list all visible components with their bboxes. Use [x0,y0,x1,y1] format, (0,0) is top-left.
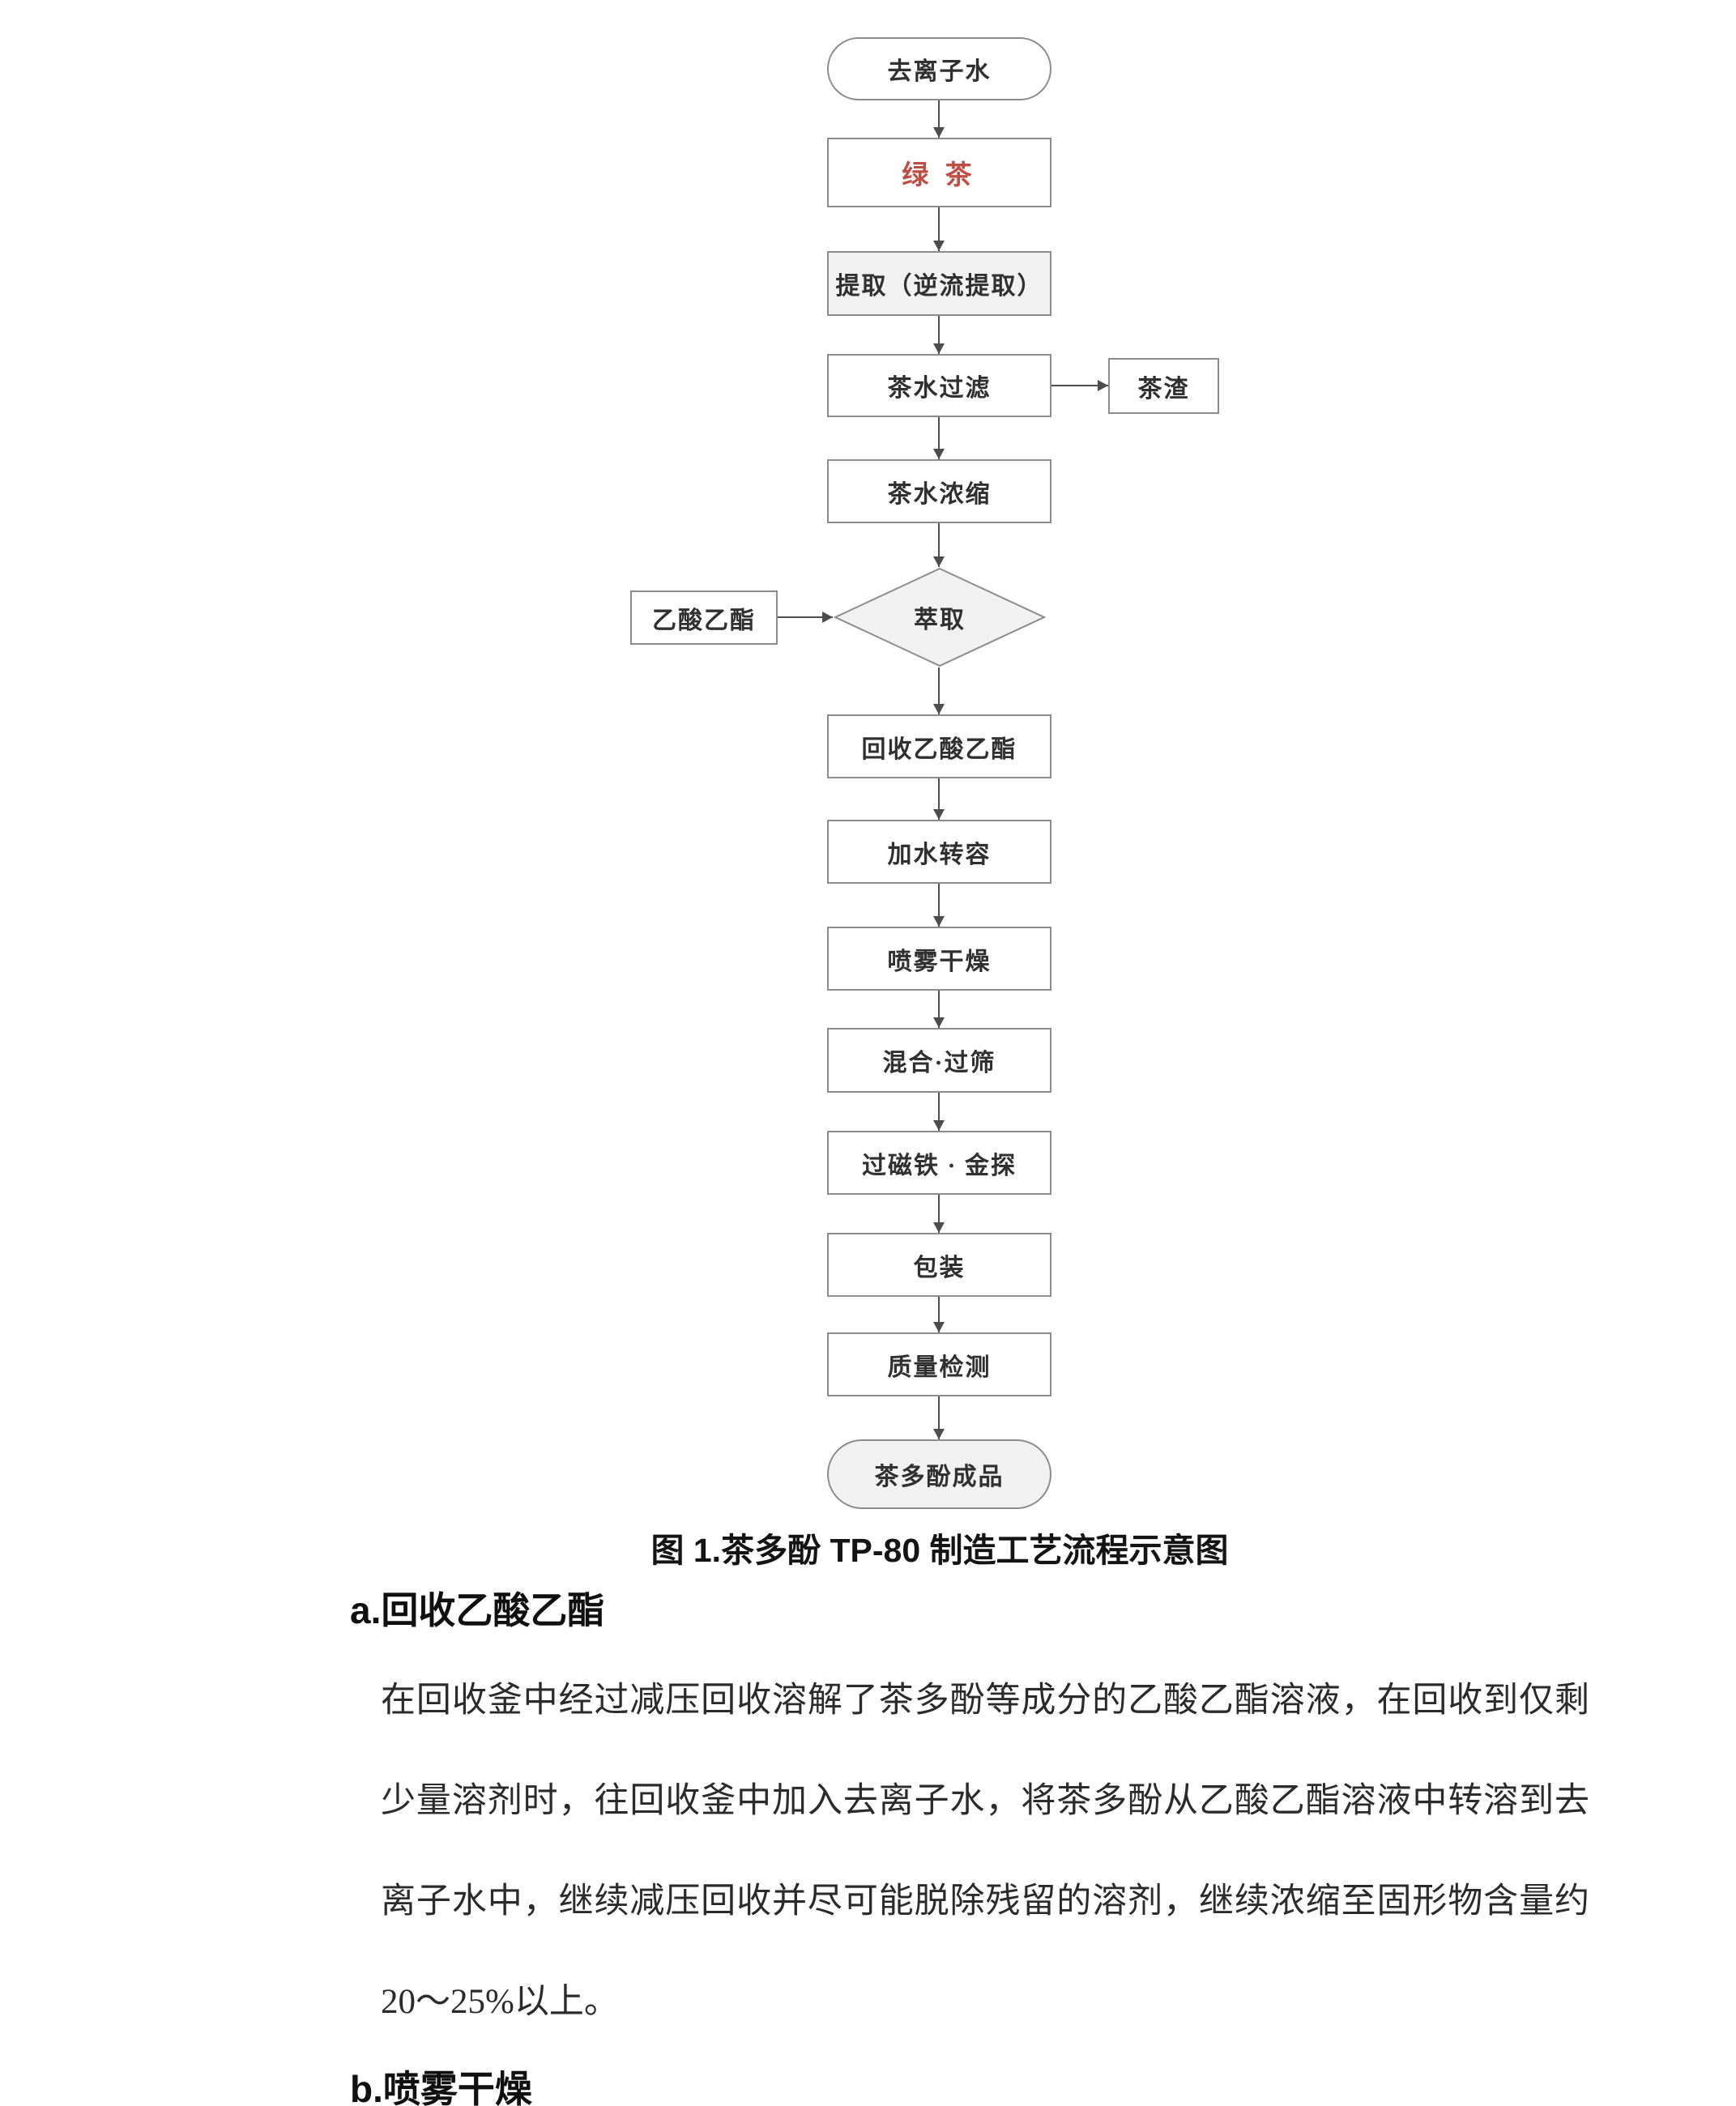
node-label: 茶水浓缩 [887,480,992,508]
arrow-down-icon [938,207,940,251]
node-label: 绿 茶 [902,161,977,190]
figure-caption: 图 1.茶多酚 TP-80 制造工艺流程示意图 [650,1532,1229,1569]
diamond-shape-icon [833,567,1047,667]
node-extraction: 提取（逆流提取） [827,251,1051,316]
section-heading-a: a.回收乙酸乙酯 [350,1589,605,1631]
node-tea-filtration: 茶水过滤 [827,354,1051,417]
arrow-down-icon [938,667,940,714]
node-deionized-water: 去离子水 [827,37,1051,100]
node-label: 去离子水 [887,58,992,85]
node-label: 乙酸乙酯 [652,607,756,634]
node-tea-concentration: 茶水浓缩 [827,459,1051,523]
node-label: 提取（逆流提取） [835,273,1043,300]
arrow-down-icon [938,1396,940,1439]
node-green-tea: 绿 茶 [827,138,1051,207]
node-label: 茶多酚成品 [874,1464,1004,1490]
node-solvent-extraction: 萃取 [833,567,1047,667]
node-label: 喷雾干燥 [887,948,992,975]
node-label: 过磁铁 · 金探 [861,1152,1017,1179]
node-mixing-sieving: 混合·过筛 [827,1028,1051,1093]
node-label: 质量检测 [887,1354,992,1381]
arrow-right-to-tea-residue-icon [1051,385,1108,386]
node-label: 混合·过筛 [882,1050,996,1076]
section-a-paragraph: 在回收釜中经过减压回收溶解了茶多酚等成分的乙酸乙酯溶液，在回收到仅剩少量溶剂时，… [381,1682,1589,2021]
node-label: 茶渣 [1137,375,1190,403]
node-label: 回收乙酸乙酯 [861,735,1017,763]
arrow-down-icon [938,523,940,567]
node-recover-ethyl-acetate: 回收乙酸乙酯 [827,714,1051,778]
arrow-down-icon [938,1297,940,1332]
node-tea-polyphenol-product: 茶多酚成品 [827,1439,1051,1509]
node-quality-inspection: 质量检测 [827,1332,1051,1396]
arrow-down-icon [938,417,940,459]
node-magnet-metal-detect: 过磁铁 · 金探 [827,1131,1051,1195]
node-packaging: 包装 [827,1233,1051,1297]
arrow-down-icon [938,778,940,820]
node-ethyl-acetate: 乙酸乙酯 [630,590,778,645]
section-heading-b: b.喷雾干燥 [350,2068,532,2106]
node-label: 萃取 [914,607,966,633]
arrow-down-icon [938,884,940,927]
node-label: 茶水过滤 [887,375,992,402]
node-tea-residue: 茶渣 [1108,358,1219,414]
node-add-water-transfer: 加水转容 [827,820,1051,884]
node-label: 加水转容 [887,841,992,868]
arrow-down-icon [938,991,940,1028]
arrow-down-icon [938,100,940,138]
node-spray-drying: 喷雾干燥 [827,927,1051,991]
node-label: 包装 [913,1254,966,1281]
arrow-down-icon [938,1195,940,1233]
arrow-down-icon [938,1093,940,1131]
arrow-right-to-extraction-icon [778,616,833,618]
arrow-down-icon [938,316,940,354]
